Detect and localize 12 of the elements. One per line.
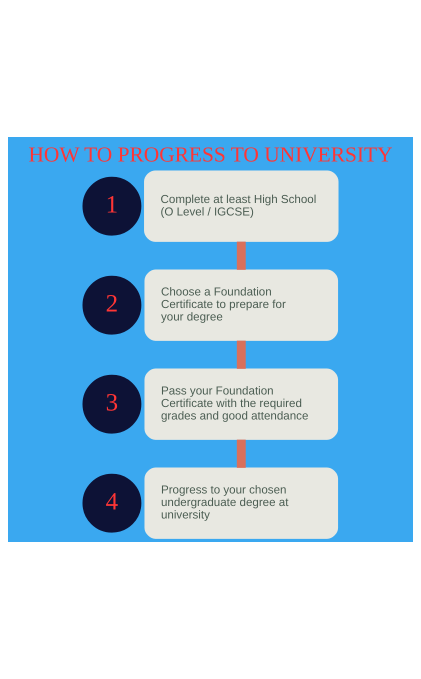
node-box: Progress to your chosen undergraduate degree at university (144, 468, 338, 539)
connector (236, 340, 246, 369)
node-circle: 2 (82, 276, 142, 335)
node-box: Complete at least High School (O Level / IGCSE) (144, 170, 338, 242)
connector (236, 440, 246, 468)
node-circle: 1 (82, 176, 142, 236)
node-box: Pass your Foundation Certificate with the required grades and good attendance (144, 368, 338, 440)
node-circle: 3 (82, 374, 142, 434)
node-box: Choose a Foundation Certificate to prepare for your degree (144, 269, 338, 341)
node-circle: 4 (82, 474, 142, 533)
diagram-title: HOW TO PROGRESS TO UNIVERSITY (28, 142, 393, 166)
connector (236, 242, 246, 270)
